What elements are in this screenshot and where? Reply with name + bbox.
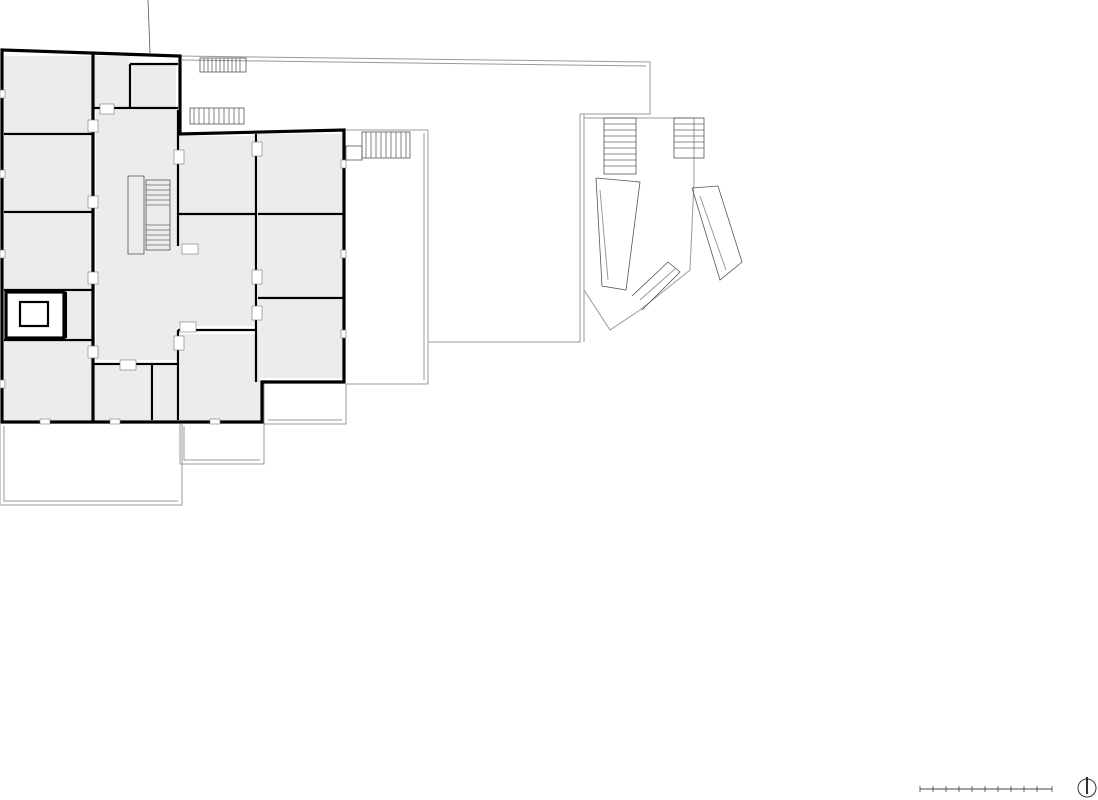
openings bbox=[0, 89, 347, 425]
exterior-stair-middle bbox=[189, 107, 245, 125]
auditorium-outline bbox=[583, 114, 743, 342]
walls bbox=[0, 48, 346, 424]
north-arrow-icon bbox=[1077, 777, 1097, 798]
scale-bar-icon bbox=[919, 786, 1053, 792]
central-stair bbox=[127, 175, 171, 255]
room-fills bbox=[4, 56, 344, 420]
exterior-stair-top bbox=[199, 57, 247, 73]
exterior-stair-right bbox=[345, 131, 411, 161]
site-outlines bbox=[0, 0, 651, 506]
